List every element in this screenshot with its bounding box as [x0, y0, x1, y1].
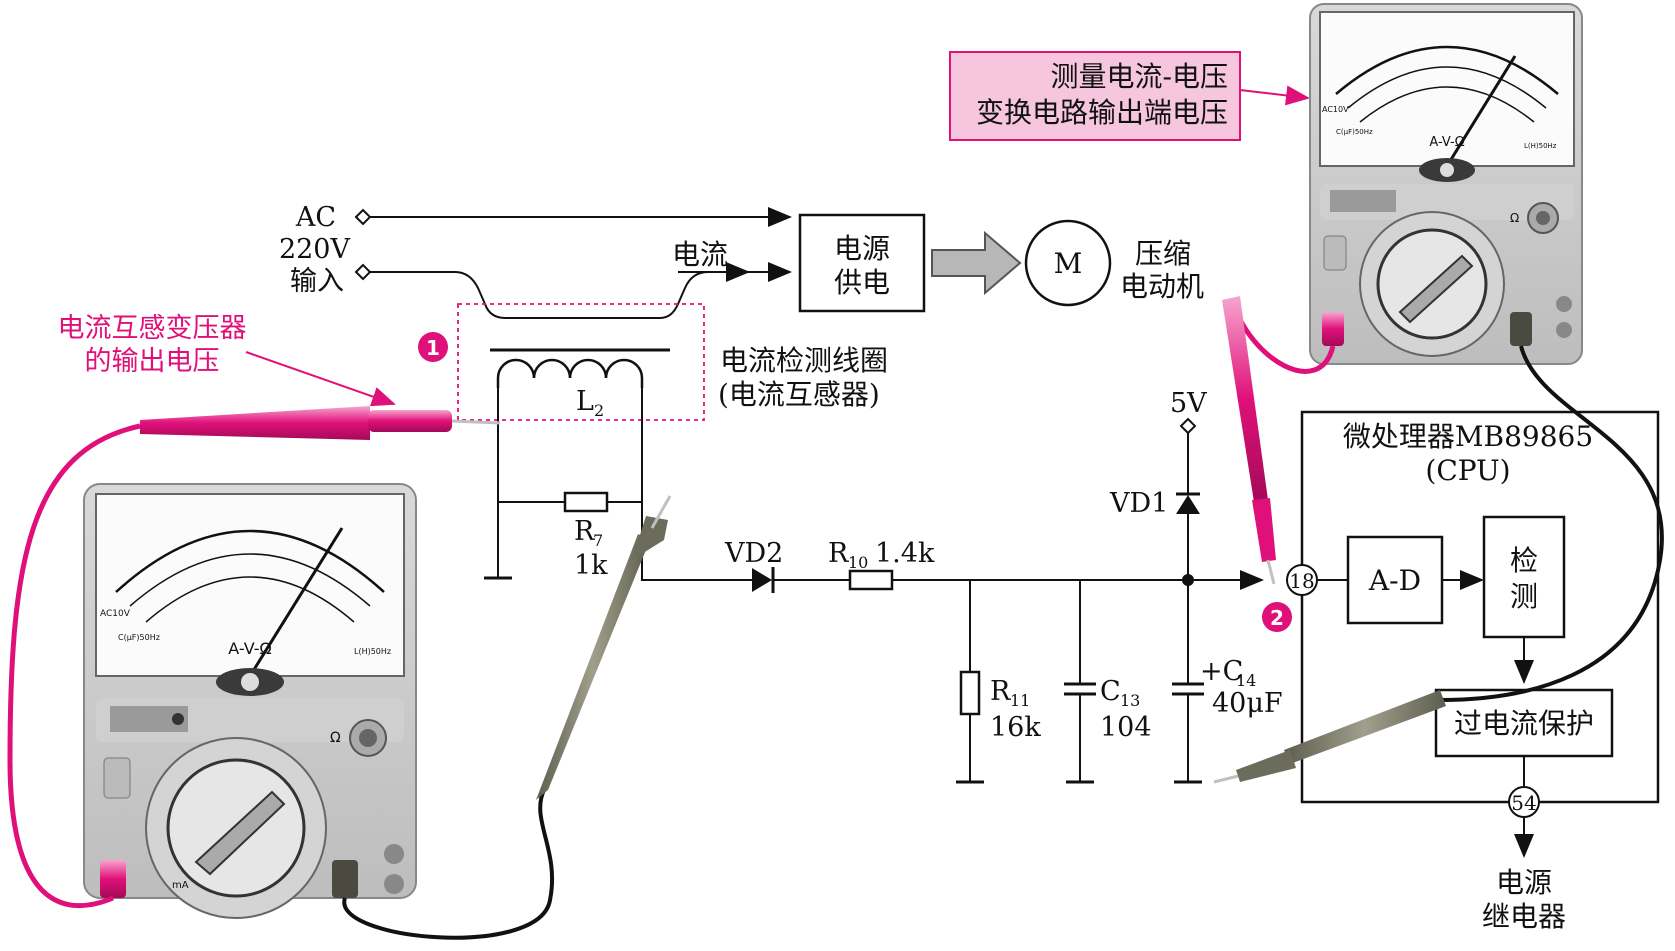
- svg-text:13: 13: [1120, 691, 1140, 710]
- adc-label: A-D: [1368, 564, 1421, 597]
- motor-label-1: 压缩: [1135, 237, 1191, 270]
- svg-text:104: 104: [1100, 712, 1152, 743]
- svg-text:7: 7: [593, 531, 603, 550]
- svg-text:A-V-Ω: A-V-Ω: [228, 639, 271, 658]
- detect-label-2: 测: [1510, 580, 1538, 613]
- adc-box: [1346, 535, 1444, 625]
- relay-label-1: 电源: [1496, 866, 1552, 899]
- svg-text:A-V-Ω: A-V-Ω: [1429, 135, 1464, 150]
- probe-left-red: [140, 406, 501, 440]
- svg-text:输入: 输入: [290, 266, 344, 297]
- svg-text:10: 10: [848, 553, 868, 572]
- power-supply-box: [798, 213, 926, 313]
- vd2-label: VD2: [724, 538, 783, 569]
- svg-text:C: C: [1100, 676, 1121, 707]
- callout-left: 电流互感变压器 的输出电压: [58, 313, 396, 407]
- motor-symbol: M: [1054, 247, 1083, 280]
- r10-resistor: [848, 569, 894, 591]
- coil-label-1: 电流检测线圈: [720, 344, 888, 377]
- multimeter-left: A-V-Ω AC10V C(μF)50Hz L(H)50Hz Ω mA: [83, 483, 417, 919]
- multimeter-right: A-V-Ω AC10V C(μF)50Hz L(H)50Hz Ω: [1309, 3, 1583, 365]
- svg-text:54: 54: [1511, 791, 1536, 815]
- svg-text:测量电流-电压: 测量电流-电压: [1051, 60, 1228, 93]
- svg-text:R: R: [574, 516, 595, 547]
- ac-input-label: AC 220V 输入: [279, 202, 351, 297]
- svg-text:220V: 220V: [279, 234, 351, 265]
- probe-right-red: [1222, 296, 1276, 585]
- vd1-diode: [1176, 495, 1200, 514]
- cpu-label-sub: (CPU): [1425, 454, 1510, 487]
- r7-label: R7 1k: [574, 516, 608, 581]
- callout-right: 测量电流-电压 变换电路输出端电压: [949, 51, 1310, 141]
- coil-label-2: (电流互感器): [718, 378, 880, 411]
- supply-5v-label: 5V: [1170, 388, 1207, 419]
- probe-left-black: [536, 495, 672, 800]
- svg-text:L(H)50Hz: L(H)50Hz: [354, 647, 391, 656]
- vcc-terminal: [1179, 417, 1197, 435]
- protect-label: 过电流保护: [1454, 707, 1594, 740]
- detect-box: [1482, 515, 1566, 639]
- svg-text:1k: 1k: [574, 550, 608, 581]
- coil-dashed-box: [457, 303, 705, 421]
- r11-resistor: [959, 670, 981, 716]
- marker-2: [1262, 602, 1292, 632]
- coil-winding: [496, 358, 644, 388]
- relay-label-2: 继电器: [1482, 900, 1566, 933]
- svg-text:L(H)50Hz: L(H)50Hz: [1524, 142, 1557, 150]
- svg-text:2: 2: [594, 401, 604, 420]
- line-bottom: [370, 262, 792, 319]
- svg-text:1.4k: 1.4k: [875, 538, 935, 569]
- svg-text:L: L: [576, 386, 594, 417]
- marker-1: [418, 332, 448, 362]
- power-supply-label-1: 电源: [834, 232, 890, 265]
- vd2-diode: [752, 568, 772, 592]
- svg-text:Ω: Ω: [1510, 211, 1519, 225]
- motor-circle: [1024, 219, 1112, 307]
- lead-left-red: [7, 423, 141, 908]
- svg-text:mA: mA: [172, 880, 189, 891]
- svg-text:C(μF)50Hz: C(μF)50Hz: [1336, 128, 1373, 136]
- svg-text:R: R: [990, 676, 1011, 707]
- svg-text:16k: 16k: [990, 712, 1041, 743]
- svg-text:1: 1: [426, 336, 440, 360]
- svg-text:AC: AC: [295, 202, 336, 233]
- svg-text:AC10V: AC10V: [1322, 105, 1349, 114]
- power-flow-arrow: [931, 230, 1022, 296]
- svg-text:18: 18: [1289, 569, 1314, 593]
- motor-label-2: 电动机: [1120, 270, 1204, 303]
- lead-left-black: [342, 789, 555, 940]
- needle-left: [248, 527, 344, 677]
- probe-right-black: [1213, 690, 1446, 784]
- r7-resistor: [563, 491, 609, 513]
- cpu-label: 微处理器MB89865: [1343, 420, 1593, 453]
- terminal-top: [354, 208, 372, 226]
- svg-text:11: 11: [1010, 691, 1030, 710]
- lead-right-black: [1439, 345, 1664, 702]
- svg-text:AC10V: AC10V: [100, 609, 131, 619]
- svg-text:Ω: Ω: [330, 730, 341, 746]
- power-supply-label-2: 供电: [834, 266, 890, 299]
- svg-text:40μF: 40μF: [1212, 688, 1283, 719]
- svg-text:电流互感变压器: 电流互感变压器: [58, 313, 247, 344]
- svg-text:的输出电压: 的输出电压: [85, 346, 220, 377]
- svg-text:R: R: [828, 538, 849, 569]
- needle-right: [1445, 55, 1517, 167]
- terminal-bottom: [354, 263, 372, 281]
- svg-text:变换电路输出端电压: 变换电路输出端电压: [976, 96, 1228, 129]
- svg-text:14: 14: [1236, 671, 1256, 690]
- vd1-label: VD1: [1109, 488, 1168, 519]
- svg-text:+C: +C: [1200, 656, 1243, 687]
- detect-label-1: 检: [1510, 544, 1538, 577]
- svg-text:C(μF)50Hz: C(μF)50Hz: [118, 633, 160, 642]
- c14-label: +C14 40μF: [1200, 656, 1283, 719]
- svg-text:2: 2: [1270, 606, 1284, 630]
- current-label: 电流: [672, 238, 728, 271]
